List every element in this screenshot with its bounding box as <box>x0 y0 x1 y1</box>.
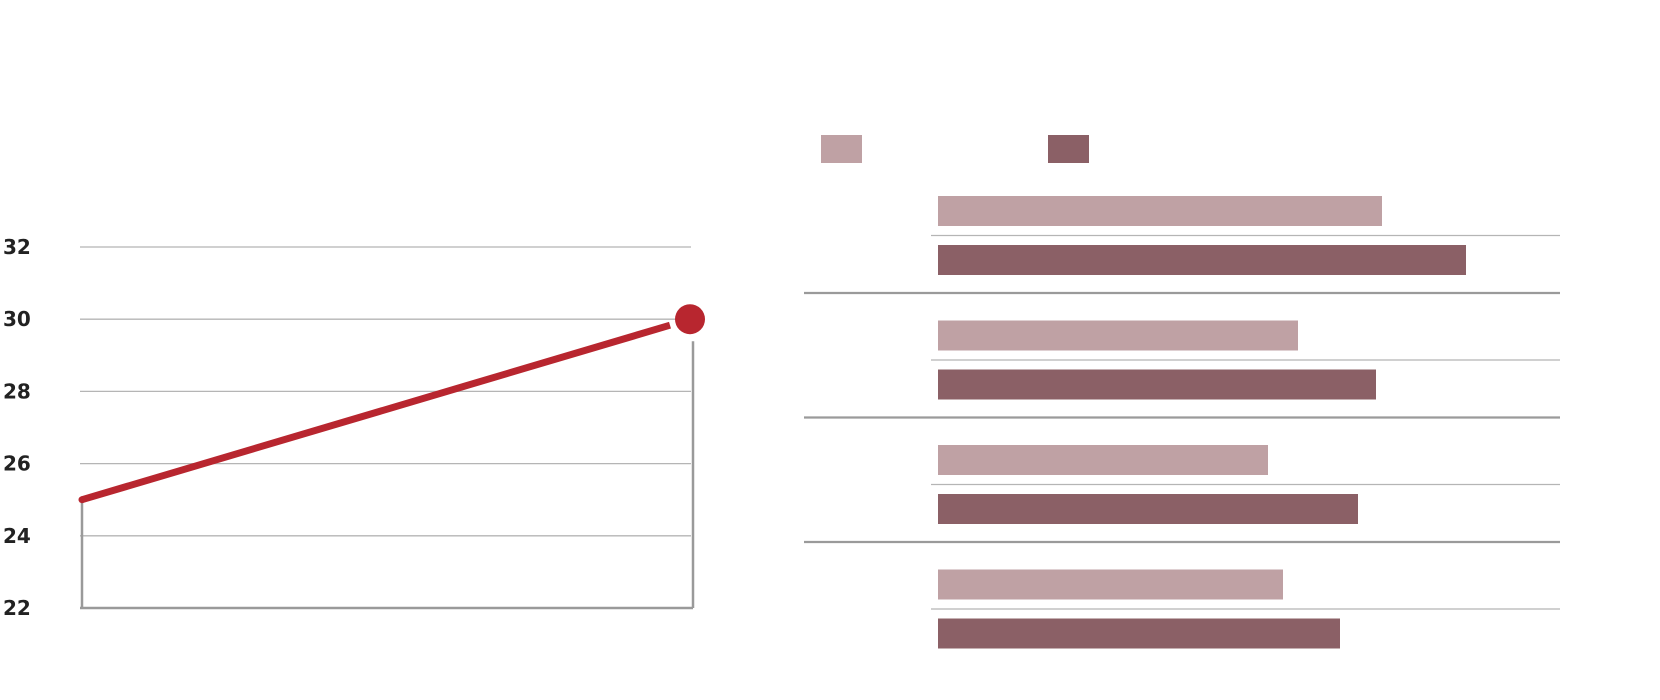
legend-swatch-series-2 <box>1048 135 1089 163</box>
series-line <box>81 321 671 504</box>
bar-series-1 <box>938 196 1382 226</box>
bar-series-1 <box>938 569 1283 600</box>
y-tick-label: 30 <box>3 307 31 331</box>
bar-series-2 <box>938 494 1358 524</box>
bar-series-2 <box>938 369 1376 400</box>
bar-series-1 <box>938 320 1298 351</box>
y-tick-label: 32 <box>3 235 31 259</box>
y-tick-label: 28 <box>3 379 31 403</box>
y-tick-label: 22 <box>3 596 31 620</box>
bar-series-2 <box>938 618 1340 649</box>
bar-series-1 <box>938 445 1268 475</box>
y-tick-label: 24 <box>3 524 31 548</box>
legend-swatch-series-1 <box>821 135 862 163</box>
end-point-marker <box>675 304 705 335</box>
bar-series-2 <box>938 245 1466 275</box>
y-tick-label: 26 <box>3 452 31 476</box>
